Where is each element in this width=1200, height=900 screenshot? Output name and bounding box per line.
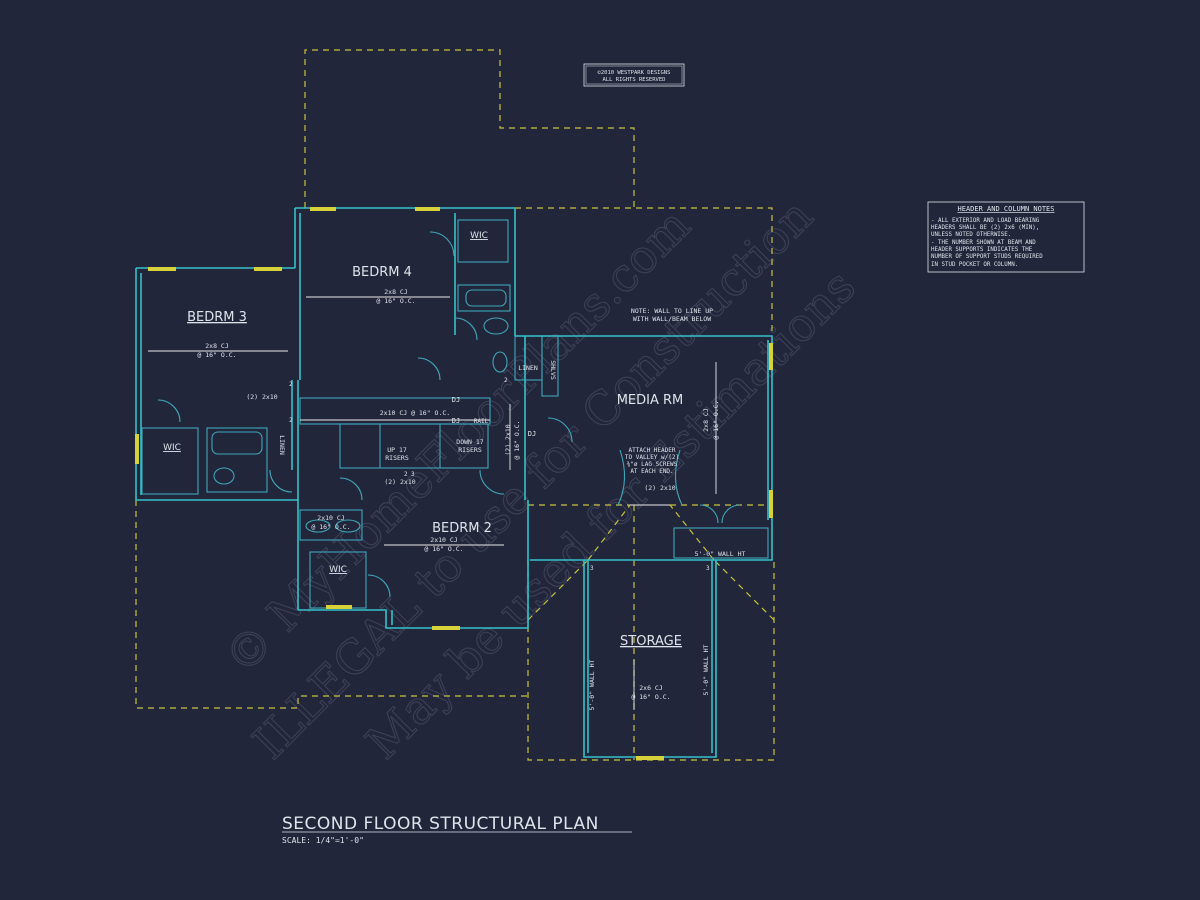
wall-ht-media: 5'-0" WALL HT [695, 550, 746, 558]
roof-outline [135, 49, 775, 761]
room-wic-bed2: WIC [329, 565, 347, 575]
joist-media-size: 2x8 CJ [702, 408, 710, 432]
walls [135, 207, 773, 758]
header-column-notes: HEADER AND COLUMN NOTES - ALL EXTERIOR A… [927, 201, 1085, 273]
joist-hall: 2x10 CJ @ 16" O.C. [380, 409, 450, 417]
room-bedrm4: BEDRM 4 [352, 265, 412, 280]
room-media: MEDIA RM [617, 393, 684, 408]
beam-label-2: (2) 2x10 [384, 478, 415, 486]
notes-line-5: HEADER SUPPORTS INDICATES THE [931, 247, 1033, 253]
wall-note-line-2: WITH WALL/BEAM BELOW [633, 315, 711, 323]
attach-note-2: TO VALLEY w/(2) [625, 454, 679, 461]
joist-bed4-spacing: @ 16" O.C. [376, 297, 415, 305]
room-bedrm2: BEDRM 2 [432, 521, 492, 536]
stud-count-5: 3 [411, 471, 415, 478]
room-wic-bed3: WIC [163, 443, 181, 453]
watermark-line-2: ILLEGAL to use for Construction [242, 188, 823, 769]
joist-storage-spacing: @ 16" O.C. [631, 693, 670, 701]
joist-storage-size: 2x6 CJ [639, 684, 663, 692]
notes-line-1: - ALL EXTERIOR AND LOAD BEARING [931, 218, 1040, 224]
rail-label: RAIL [474, 418, 489, 425]
beam-label-dj-vertical: DJ [528, 430, 536, 438]
beam-label-dj-1: DJ [452, 396, 460, 404]
copyright-line-2: ALL RIGHTS RESERVED [603, 77, 666, 83]
stair-up: UP 17 [387, 446, 407, 454]
stud-count-7: 3 [706, 565, 710, 572]
stair-down-risers: RISERS [458, 446, 482, 454]
joist-bed2-size: 2x10 CJ [430, 536, 457, 544]
room-linen-1: LINEN [518, 364, 538, 372]
plan-scale: SCALE: 1/4"=1'-0" [282, 836, 364, 845]
copyright-box: ©2010 WESTPARK DESIGNS ALL RIGHTS RESERV… [583, 63, 685, 87]
annotations: NOTE: WALL TO LINE UP WITH WALL/BEAM BEL… [588, 307, 746, 710]
beam-labels: (2) 2x10 (2) 2x10 (2) 2x10 DJ DJ DJ RAIL [246, 393, 675, 492]
attach-note-3: ⅜"ø LAG SCREWS [627, 461, 678, 468]
joist-bed4-size: 2x8 CJ [384, 288, 408, 296]
joist-media-spacing: @ 16" O.C. [712, 400, 720, 439]
stud-count-1: 2 [289, 381, 293, 388]
room-shlvs: SHLVS [549, 360, 557, 380]
joist-arrows [148, 296, 717, 710]
stud-count-4: 2 [504, 377, 508, 384]
title-block: SECOND FLOOR STRUCTURAL PLAN SCALE: 1/4"… [282, 814, 632, 845]
attach-note-1: ATTACH HEADER [629, 447, 676, 454]
beam-label-3: (2) 2x10 [644, 484, 675, 492]
copyright-line-1: ©2010 WESTPARK DESIGNS [598, 70, 671, 76]
room-storage: STORAGE [620, 634, 682, 649]
wall-note-line-1: NOTE: WALL TO LINE UP [631, 307, 713, 315]
room-labels: BEDRM 4 BEDRM 3 BEDRM 2 MEDIA RM STORAGE… [163, 231, 683, 649]
stair-up-risers: RISERS [385, 454, 409, 462]
stud-count-2: 2 [289, 417, 293, 424]
joist-bed2-spacing: @ 16" O.C. [424, 545, 463, 553]
joist-stair-spacing: @ 16" O.C. [513, 420, 521, 459]
notes-line-7: IN STUD POCKET OR COLUMN. [931, 262, 1018, 268]
notes-line-6: NUMBER OF SUPPORT STUDS REQUIRED [931, 254, 1043, 260]
notes-line-4: - THE NUMBER SHOWN AT BEAM AND [931, 240, 1036, 246]
room-wic-bed4: WIC [470, 231, 488, 241]
room-bedrm3: BEDRM 3 [187, 310, 247, 325]
attach-note-4: AT EACH END. [630, 468, 673, 475]
wall-ht-left: 5'-0" WALL HT [588, 659, 596, 710]
joist-stair-size: (2) 2x10 [504, 424, 512, 455]
joist-bath-spacing: @ 16" O.C. [311, 523, 350, 531]
joist-bed3-spacing: @ 16" O.C. [197, 351, 236, 359]
notes-line-2: HEADERS SHALL BE (2) 2x6 (MIN), [931, 225, 1039, 231]
stair-labels: UP 17 RISERS DOWN 17 RISERS [385, 438, 484, 462]
stud-count-labels: 2 2 2 2 3 3 3 [289, 377, 710, 572]
joist-bed3-size: 2x8 CJ [205, 342, 229, 350]
watermark: © MyHomeFloorPlans.com ILLEGAL to use fo… [213, 188, 866, 770]
stud-count-6: 3 [590, 565, 594, 572]
wall-ht-right: 5'-0" WALL HT [702, 644, 710, 695]
room-linen-2: LINEN [278, 435, 286, 455]
windows [135, 207, 773, 760]
notes-line-3: UNLESS NOTED OTHERWISE. [931, 232, 1011, 238]
joist-bath-size: 2x10 CJ [317, 514, 344, 522]
stair-down: DOWN 17 [456, 438, 483, 446]
beam-label-1: (2) 2x10 [246, 393, 277, 401]
notes-title: HEADER AND COLUMN NOTES [958, 205, 1055, 213]
plan-title: SECOND FLOOR STRUCTURAL PLAN [282, 814, 599, 834]
beam-label-dj-2: DJ [452, 417, 460, 425]
stud-count-3: 2 [404, 471, 408, 478]
joist-labels: 2x8 CJ @ 16" O.C. 2x8 CJ @ 16" O.C. 2x10… [197, 288, 720, 701]
